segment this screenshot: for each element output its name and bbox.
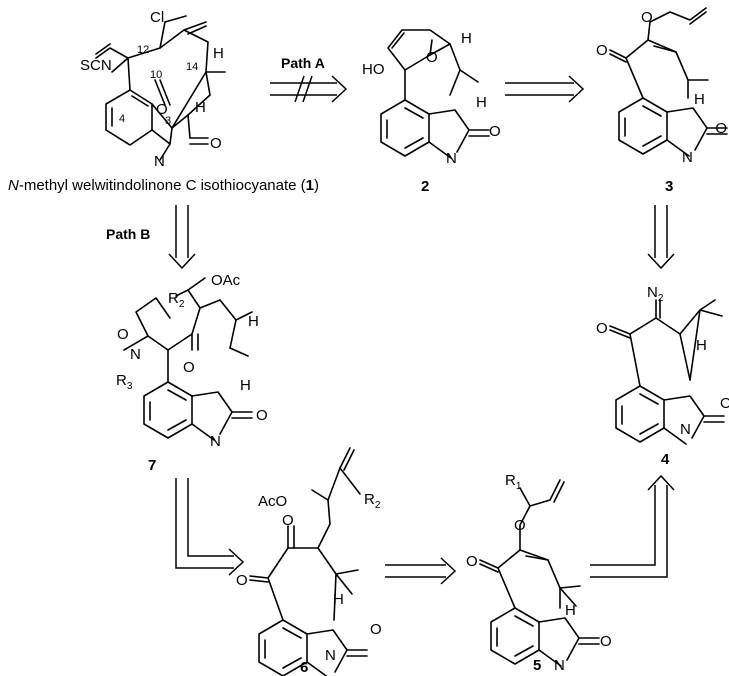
nitrogen-label-5: N xyxy=(554,657,565,674)
locant-12: 12 xyxy=(137,44,149,56)
ketone-oxygen-7: O xyxy=(183,359,195,376)
nitrogen-label-1: N xyxy=(154,153,165,170)
r3-label-7: R3 xyxy=(116,372,133,392)
hydrogen-label-5: H xyxy=(565,602,576,619)
compound-5-structure xyxy=(479,479,600,667)
hydrogen-label-7a: H xyxy=(248,313,259,330)
isothiocyanate-label: SCN xyxy=(80,57,112,74)
compound-2-structure xyxy=(380,29,490,159)
compound-3-structure xyxy=(609,7,728,157)
nitrogen-label-6: N xyxy=(325,647,336,664)
lactam-oxygen-6: O xyxy=(370,621,382,638)
r1-label-5: R1 xyxy=(505,472,522,492)
diazo-label-4: N2 xyxy=(647,284,664,304)
ketone-oxygen-5: O xyxy=(466,553,478,570)
retro-arrow-7-6 xyxy=(175,478,245,576)
compound-4-label: 4 xyxy=(661,451,670,468)
ether-oxygen-5: O xyxy=(514,517,526,534)
ketone-oxygen-4: O xyxy=(596,320,608,337)
compound-6-structure xyxy=(249,447,368,676)
ketone-oxygen-6a: O xyxy=(282,512,294,529)
lactam-oxygen-7: O xyxy=(256,407,268,424)
path-a-label: Path A xyxy=(281,55,325,71)
isoxazolidine-nitrogen-7: N xyxy=(130,346,141,363)
compound-1-structure xyxy=(95,15,226,161)
retro-arrow-2-3 xyxy=(505,75,585,103)
ketone-oxygen-1: O xyxy=(156,101,168,118)
lactam-oxygen-3: O xyxy=(715,120,727,137)
compound-1-caption: N-methyl welwitindolinone C isothiocyana… xyxy=(8,177,319,194)
hydrogen-label-1b: H xyxy=(195,99,206,116)
retro-arrow-5-4 xyxy=(590,474,675,578)
retro-arrow-3-4 xyxy=(647,205,675,270)
ketone-oxygen-2: O xyxy=(426,49,438,66)
isoxazolidine-oxygen-7: O xyxy=(117,326,129,343)
compound-6-label: 6 xyxy=(300,659,308,676)
nitrogen-label-4: N xyxy=(680,421,691,438)
path-a-arrow xyxy=(270,75,348,103)
compound-2-label: 2 xyxy=(421,178,429,195)
hydrogen-label-4: H xyxy=(696,337,707,354)
path-b-arrow xyxy=(168,205,196,270)
lactam-oxygen-1: O xyxy=(210,135,222,152)
nitrogen-label-3: N xyxy=(682,149,693,166)
r2-label-6: R2 xyxy=(364,491,381,511)
compound-4-structure xyxy=(609,299,725,445)
lactam-oxygen-2: O xyxy=(489,123,501,140)
acetoxy-label-6: AcO xyxy=(258,493,287,510)
locant-3: 3 xyxy=(165,115,171,127)
chlorine-label: Cl xyxy=(150,9,164,26)
path-b-label: Path B xyxy=(106,226,150,242)
ketone-oxygen-6b: O xyxy=(236,572,248,589)
hydrogen-label-7b: H xyxy=(240,377,251,394)
hydrogen-label-2a: H xyxy=(461,30,472,47)
locant-14: 14 xyxy=(186,61,198,73)
locant-4: 4 xyxy=(119,113,125,125)
retro-arrow-6-5 xyxy=(385,557,457,585)
compound-7-label: 7 xyxy=(148,457,156,474)
hydroxyl-label-2: HO xyxy=(362,61,385,78)
hydrogen-label-1a: H xyxy=(213,45,224,62)
ketone-oxygen-3: O xyxy=(596,42,608,59)
compound-5-label: 5 xyxy=(533,657,541,674)
ether-oxygen-3: O xyxy=(641,9,653,26)
nitrogen-label-2: N xyxy=(446,150,457,167)
compound-3-label: 3 xyxy=(665,178,673,195)
locant-10: 10 xyxy=(150,69,162,81)
lactam-oxygen-5: O xyxy=(600,633,612,650)
compound-7-structure xyxy=(123,277,253,441)
nitrogen-label-7: N xyxy=(210,433,221,450)
lactam-oxygen-4: O xyxy=(720,395,729,412)
hydrogen-label-3: H xyxy=(694,91,705,108)
hydrogen-label-6: H xyxy=(333,591,344,608)
r2-label-7: R2 xyxy=(168,290,185,310)
acetoxy-label-7: OAc xyxy=(211,272,241,289)
hydrogen-label-2b: H xyxy=(476,94,487,111)
